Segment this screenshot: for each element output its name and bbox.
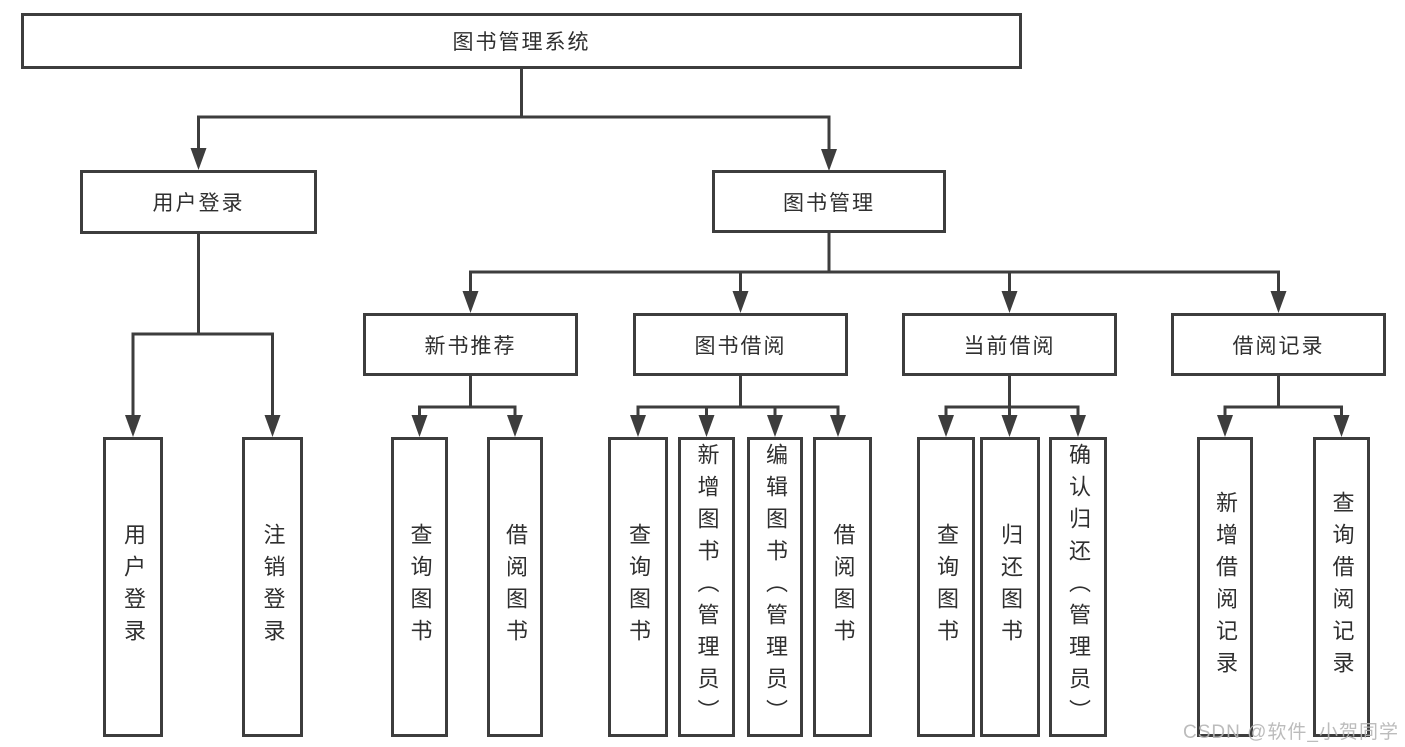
arrowhead [630,415,646,437]
node-leaf-borrow-books: 借阅图书 [813,437,872,737]
node-leaf-query-books-current: 查询图书 [917,437,975,737]
node-leaf-query-books-borrow: 查询图书 [608,437,668,737]
connector-borrow-record-children [1223,374,1343,422]
arrowhead [821,149,837,171]
node-leaf-edit-books-admin: 编辑图书（管理员） [747,437,803,737]
node-root-library-system: 图书管理系统 [21,13,1022,69]
arrowhead [507,415,523,437]
arrowhead [1333,415,1350,437]
arrowhead [411,415,428,437]
node-leaf-borrow-books-recommend: 借阅图书 [487,437,543,737]
leaf-label: 确认归还（管理员） [1066,443,1091,731]
node-book-management: 图书管理 [712,170,946,233]
node-new-book-recommendation: 新书推荐 [363,313,578,376]
leaf-label: 查询图书 [626,523,651,651]
arrowhead [1001,415,1018,437]
arrowhead [1001,291,1018,313]
arrowhead [938,415,954,437]
connector-current-borrow-children [944,374,1080,422]
arrowhead [1217,415,1233,437]
leaf-label: 借阅图书 [503,523,528,651]
csdn-watermark: CSDN @软件_小贺同学 [1183,722,1399,743]
arrowhead [462,291,479,313]
node-book-borrowing: 图书借阅 [633,313,848,376]
connector-user-login-children [131,232,274,422]
leaf-label: 查询图书 [407,523,433,651]
arrowhead [732,291,749,313]
node-leaf-add-borrow-record: 新增借阅记录 [1197,437,1253,737]
node-leaf-query-books-recommend: 查询图书 [391,437,448,737]
arrowhead [125,415,141,437]
node-leaf-add-books-admin: 新增图书（管理员） [678,437,735,737]
arrowhead [190,148,207,170]
connector-book-borrow-children [636,374,840,422]
node-borrowing-records: 借阅记录 [1171,313,1386,376]
leaf-label: 查询借阅记录 [1329,491,1355,683]
leaf-label: 新增图书（管理员） [694,443,720,731]
leaf-label: 归还图书 [998,523,1023,651]
node-leaf-return-books: 归还图书 [980,437,1040,737]
connector-book-mgmt-to-level3 [469,231,1280,298]
arrowhead [1070,415,1086,437]
leaf-label: 编辑图书（管理员） [763,443,788,731]
connector-new-book-rec-children [418,374,517,422]
node-leaf-user-login: 用户登录 [103,437,163,737]
leaf-label: 新增借阅记录 [1213,491,1238,683]
node-current-borrowing: 当前借阅 [902,313,1117,376]
leaf-label: 注销登录 [260,523,286,651]
arrowhead [767,415,783,437]
arrowhead [698,415,715,437]
arrowhead [830,415,846,437]
leaf-label: 借阅图书 [830,523,856,651]
node-leaf-confirm-return-admin: 确认归还（管理员） [1049,437,1107,737]
connector-root-to-level2 [197,67,831,155]
node-user-login: 用户登录 [80,170,317,234]
leaf-label: 查询图书 [934,523,959,651]
node-leaf-logout: 注销登录 [242,437,303,737]
arrowhead [1270,291,1287,313]
leaf-label: 用户登录 [121,523,146,651]
arrowhead [264,415,281,437]
node-leaf-query-borrow-record: 查询借阅记录 [1313,437,1370,737]
